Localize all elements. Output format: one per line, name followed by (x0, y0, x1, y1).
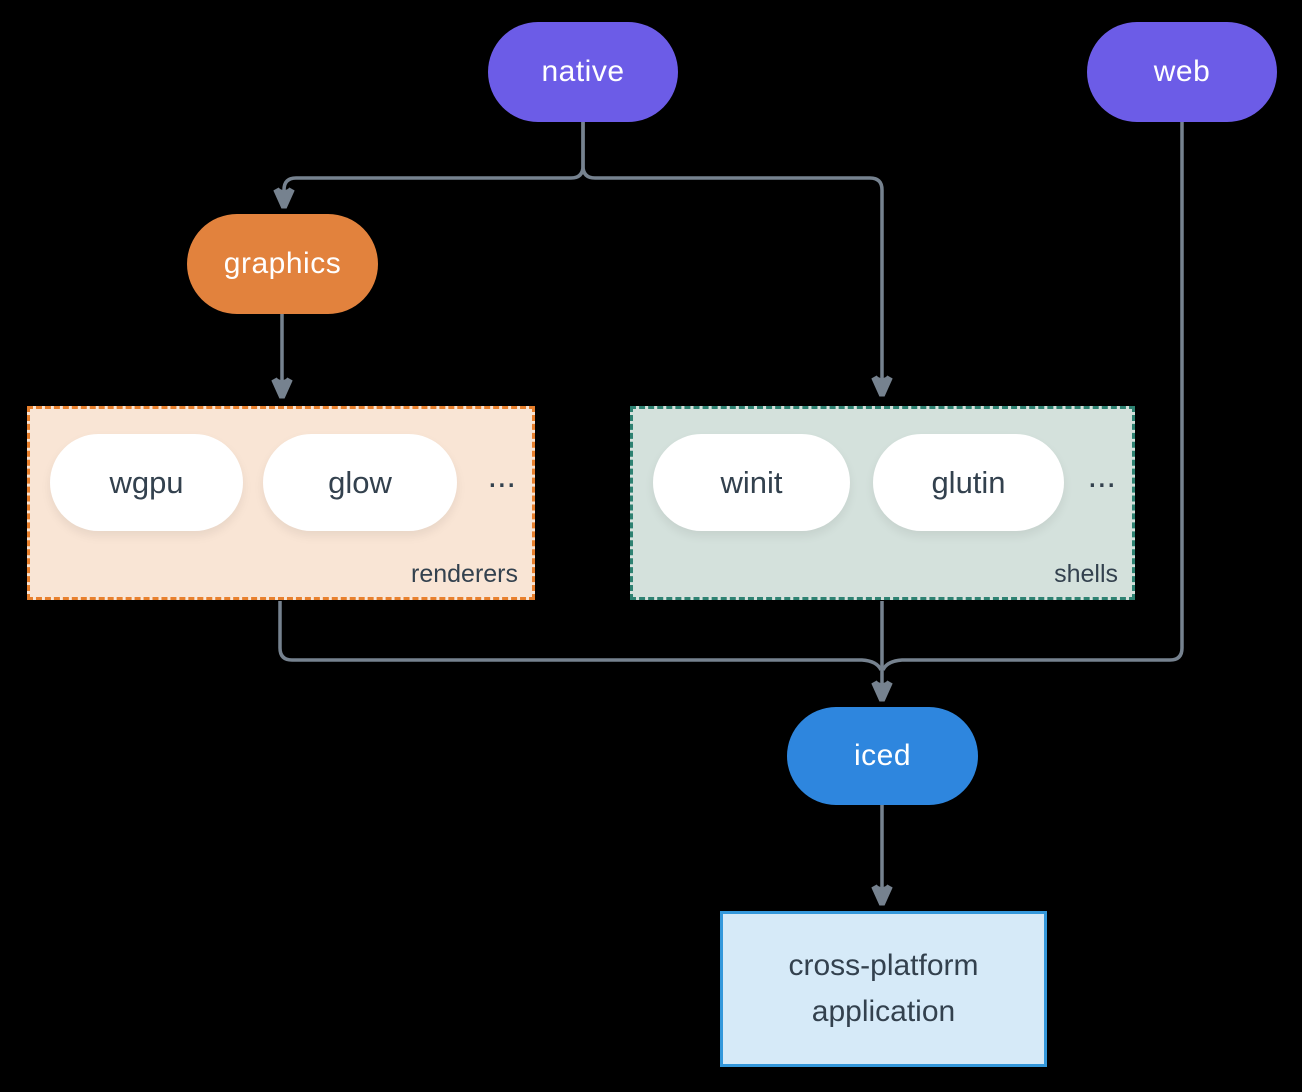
node-graphics: graphics (187, 214, 378, 314)
renderers-ellipsis: ... (487, 457, 516, 495)
edge-native-shells (581, 122, 882, 393)
node-glow: glow (263, 434, 457, 531)
group-shells: winit glutin ... shells (630, 406, 1135, 600)
node-winit-label: winit (720, 464, 783, 500)
group-renderers: wgpu glow ... renderers (27, 406, 535, 600)
shells-group-label: shells (1054, 560, 1118, 588)
node-native: native (488, 22, 678, 122)
edge-renderers-junction (278, 601, 883, 671)
node-iced-label: iced (853, 739, 912, 772)
shells-ellipsis: ... (1087, 457, 1116, 495)
node-cross-platform-application-label: cross-platform application (788, 948, 979, 1029)
node-glutin: glutin (873, 434, 1064, 531)
node-winit: winit (653, 434, 850, 531)
node-graphics-label: graphics (223, 247, 342, 280)
edge-web-junction (881, 122, 1184, 671)
node-wgpu: wgpu (50, 434, 243, 531)
node-web: web (1087, 22, 1277, 122)
node-wgpu-label: wgpu (109, 464, 184, 500)
node-cross-platform-application: cross-platform application (720, 911, 1047, 1067)
node-glutin-label: glutin (931, 464, 1006, 500)
node-iced: iced (787, 707, 978, 805)
node-native-label: native (541, 55, 625, 88)
renderers-group-label: renderers (411, 560, 518, 588)
node-web-label: web (1153, 55, 1211, 88)
edge-native-graphics (284, 122, 585, 205)
node-glow-label: glow (328, 464, 392, 500)
